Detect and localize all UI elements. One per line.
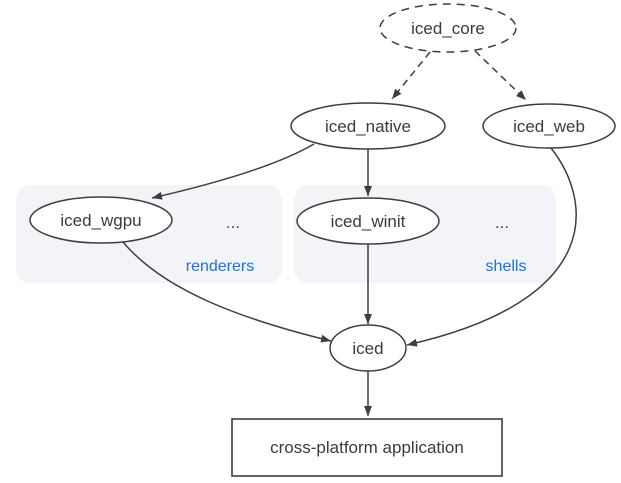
node-cross-platform-application-label: cross-platform application <box>270 438 464 457</box>
node-iced-core <box>379 3 517 53</box>
edge-iced-native-to-iced-wgpu <box>151 143 315 200</box>
node-iced-web-label: iced_web <box>513 117 585 136</box>
node-iced-native-label: iced_native <box>325 117 411 136</box>
edge-iced-core-to-iced-native <box>391 51 431 100</box>
node-iced-label: iced <box>352 339 383 358</box>
shells-ellipsis: ... <box>495 213 509 232</box>
group-label-renderers: renderers <box>186 258 254 275</box>
node-iced-core-label: iced_core <box>411 19 485 38</box>
edge-iced-web-to-iced <box>406 147 577 347</box>
node-iced-web <box>482 103 616 149</box>
node-iced-native <box>290 102 446 150</box>
node-iced-winit <box>296 197 440 245</box>
edge-iced-wgpu-to-iced <box>122 241 332 343</box>
node-iced <box>329 324 407 372</box>
node-iced-winit-label: iced_winit <box>331 212 406 231</box>
node-cross-platform-application <box>231 418 503 477</box>
node-iced-wgpu-label: iced_wgpu <box>60 211 141 230</box>
renderers-ellipsis: ... <box>226 213 240 232</box>
node-iced-wgpu <box>29 196 173 244</box>
edge-iced-core-to-iced-web <box>474 50 527 101</box>
group-label-shells: shells <box>486 258 527 275</box>
